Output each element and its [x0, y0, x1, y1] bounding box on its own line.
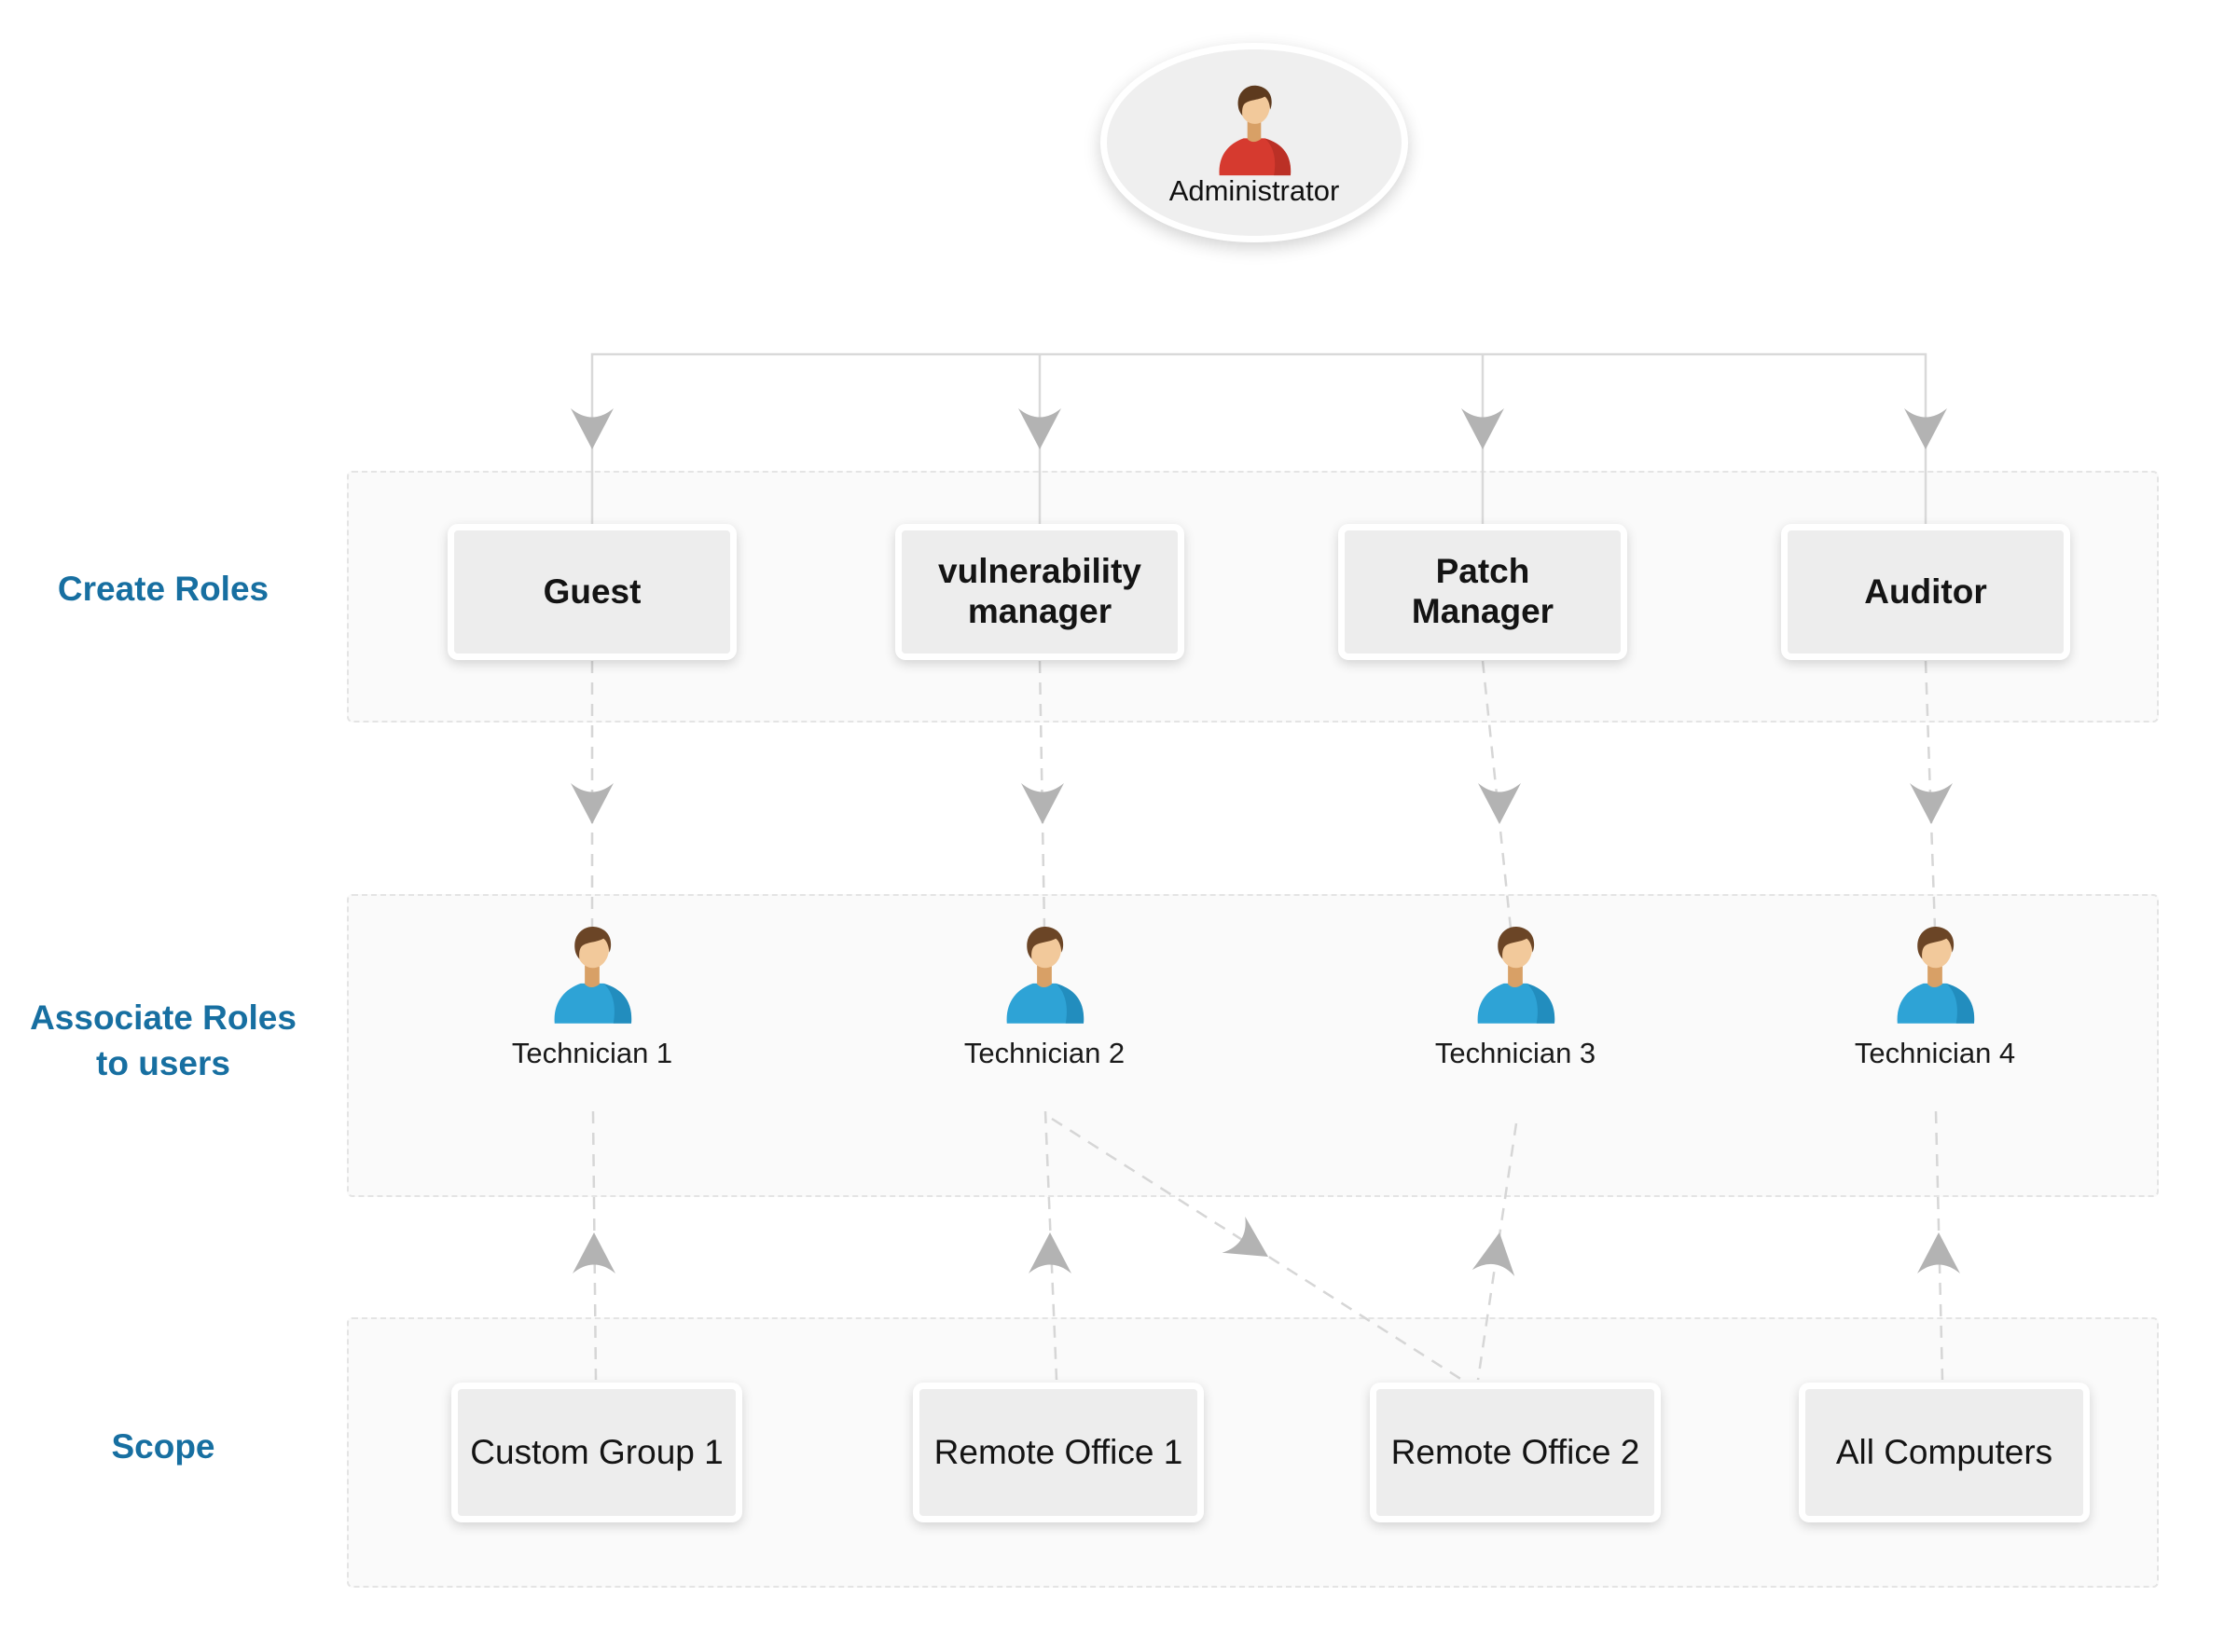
- technician-label: Technician 2: [963, 1037, 1126, 1069]
- technician-1-node: Technician 1: [443, 921, 741, 1070]
- admin-rail: [590, 352, 1927, 524]
- person-red-icon: [1219, 85, 1292, 176]
- scope-box-remote-office-2: Remote Office 2: [1370, 1383, 1661, 1522]
- scope-box-all-computers: All Computers: [1799, 1383, 2090, 1522]
- administrator-label: Administrator: [1168, 174, 1340, 207]
- role-box-guest: Guest: [448, 524, 737, 660]
- role-label: vulnerability manager: [938, 552, 1141, 630]
- role-box-vulnerability-manager: vulnerability manager: [895, 524, 1184, 660]
- role-label: Patch Manager: [1411, 552, 1554, 630]
- scope-label: Remote Office 2: [1390, 1433, 1640, 1471]
- associate-roles-region: [347, 894, 2159, 1197]
- technician-3-node: Technician 3: [1366, 921, 1665, 1070]
- role-to-tech-arrows: [571, 783, 1953, 824]
- technician-label: Technician 4: [1854, 1037, 2016, 1069]
- section-label-scope: Scope: [111, 1427, 215, 1466]
- person-blue-icon: [1477, 927, 1555, 1024]
- technician-4-node: Technician 4: [1786, 921, 2084, 1070]
- section-label-associate-roles: Associate Roles to users: [30, 998, 297, 1082]
- rail-down-arrows: [571, 408, 1947, 449]
- technician-label: Technician 1: [511, 1037, 673, 1069]
- technician-label: Technician 3: [1434, 1037, 1596, 1069]
- tech-to-scope-lines: [591, 1110, 1944, 1382]
- administrator-node: Administrator: [1100, 43, 1408, 242]
- scope-label: Remote Office 1: [933, 1433, 1183, 1471]
- technician-2-node: Technician 2: [895, 921, 1194, 1070]
- role-to-tech-lines: [590, 660, 1937, 929]
- person-blue-icon: [1006, 927, 1084, 1024]
- section-label-create-roles: Create Roles: [57, 570, 269, 608]
- person-blue-icon: [1897, 927, 1975, 1024]
- role-label: Auditor: [1864, 571, 1987, 611]
- tech-to-scope-arrows: [573, 1216, 1960, 1276]
- scope-label: All Computers: [1835, 1433, 2053, 1471]
- role-label: Guest: [543, 571, 642, 611]
- role-box-auditor: Auditor: [1781, 524, 2070, 660]
- scope-label: Custom Group 1: [470, 1433, 724, 1471]
- scope-box-custom-group-1: Custom Group 1: [451, 1383, 742, 1522]
- role-box-patch-manager: Patch Manager: [1338, 524, 1627, 660]
- scope-box-remote-office-1: Remote Office 1: [913, 1383, 1204, 1522]
- person-blue-icon: [554, 927, 632, 1024]
